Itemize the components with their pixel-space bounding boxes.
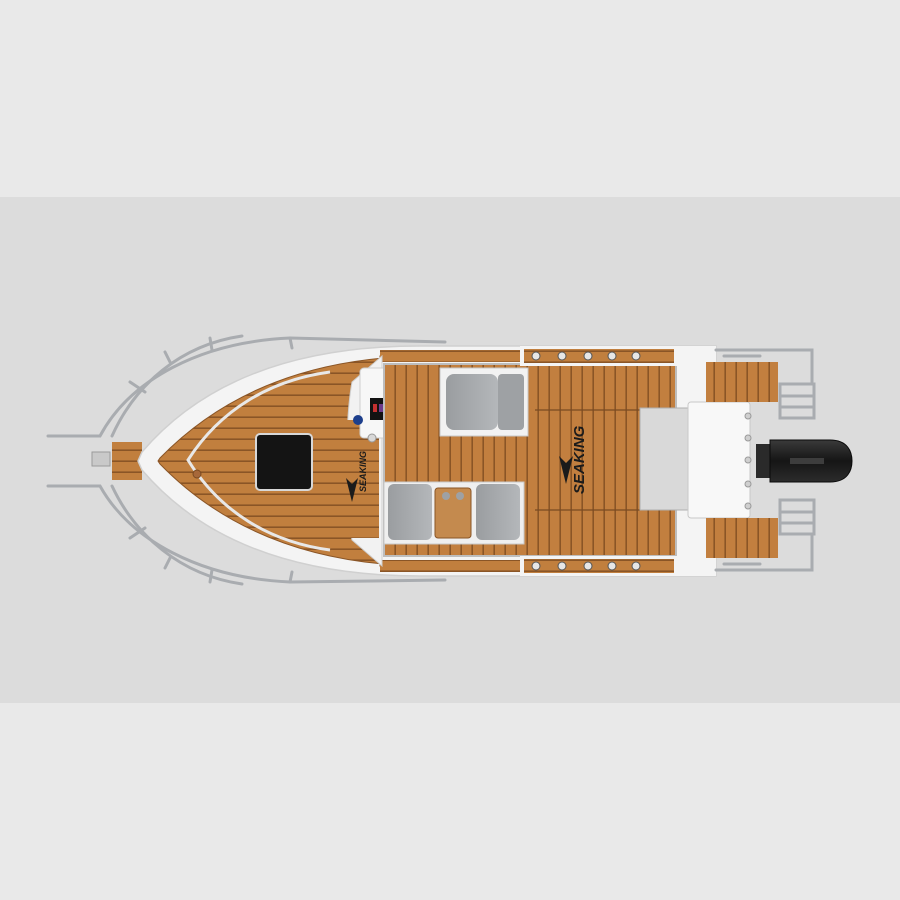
anchor-roller	[91, 451, 111, 467]
bait-station	[639, 407, 693, 511]
bow-rail	[46, 334, 447, 586]
marlin-logo-icon	[559, 456, 573, 484]
forward-hatch	[255, 433, 313, 491]
cup-holder-icon	[456, 492, 464, 500]
bench-seat-right[interactable]	[476, 484, 520, 540]
marlin-logo-icon	[346, 478, 358, 502]
bench-seat-left[interactable]	[388, 484, 432, 540]
bulkhead-logo-text: SEAKING	[358, 451, 368, 492]
stbd-side-deck	[380, 560, 520, 572]
rod-holders	[531, 351, 641, 571]
deck-logo-text: SEAKING	[571, 425, 588, 494]
stern-rail	[714, 348, 814, 572]
port-side-deck	[380, 350, 520, 362]
helm-seat[interactable]	[446, 374, 498, 430]
compass-icon	[353, 415, 363, 425]
helm-seat-back	[498, 374, 524, 430]
cup-holder-icon	[442, 492, 450, 500]
transom-unit	[687, 401, 751, 519]
boarding-ladder[interactable]	[778, 382, 816, 536]
swim-platform-port	[706, 362, 778, 402]
cockpit-table	[434, 487, 472, 539]
bow-platform	[112, 442, 142, 480]
bow-cleat	[192, 469, 202, 479]
swim-platform-stbd	[706, 518, 778, 558]
cabin-rail	[186, 370, 331, 552]
